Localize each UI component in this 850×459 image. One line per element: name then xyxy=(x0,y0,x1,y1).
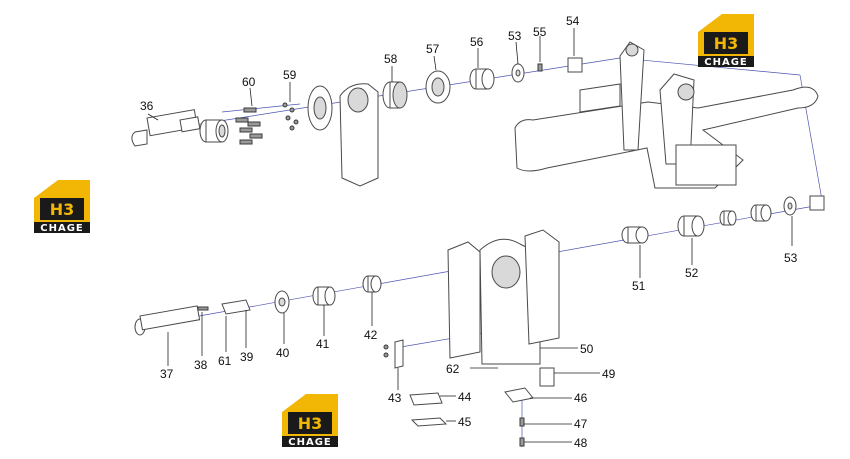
callout-40: 40 xyxy=(276,346,290,360)
bolts-60 xyxy=(235,107,263,145)
pin-55 xyxy=(537,63,543,72)
bushing-51 xyxy=(621,226,649,244)
callout-60: 60 xyxy=(242,75,256,89)
pin-36 xyxy=(131,109,201,147)
callout-53-lower: 53 xyxy=(784,251,798,265)
bearing-58 xyxy=(382,81,408,109)
nut-54 xyxy=(567,57,583,73)
svg-text:H3: H3 xyxy=(714,34,739,53)
callout-48: 48 xyxy=(574,436,588,450)
brand-logo-bottom: H3 CHAGE xyxy=(278,392,344,448)
nut-right xyxy=(809,195,825,211)
callout-42: 42 xyxy=(364,328,378,342)
callout-50: 50 xyxy=(580,342,594,356)
callout-43: 43 xyxy=(388,391,402,405)
logo-wordmark: CHAGE xyxy=(288,437,332,448)
callout-56: 56 xyxy=(470,35,484,49)
callout-49: 49 xyxy=(602,367,616,381)
callout-59: 59 xyxy=(283,68,297,82)
callout-46: 46 xyxy=(574,391,588,405)
bushing-upper-left xyxy=(199,119,229,143)
pin-37 xyxy=(134,305,201,336)
pad-44 xyxy=(409,392,443,406)
washers-59 xyxy=(282,102,299,131)
ring-42 xyxy=(362,275,382,293)
block-46 xyxy=(504,387,534,403)
plate-43 xyxy=(383,339,404,369)
lower-bracket-50 xyxy=(447,229,560,365)
svg-text:H3: H3 xyxy=(50,200,75,219)
bushing-41 xyxy=(312,286,336,306)
leader-lines xyxy=(147,28,793,443)
hinge-49 xyxy=(539,367,555,387)
callout-57: 57 xyxy=(426,42,440,56)
flange-57 xyxy=(425,70,451,104)
pad-45 xyxy=(410,417,448,427)
callout-54: 54 xyxy=(566,14,580,28)
callout-44: 44 xyxy=(458,390,472,404)
callout-36: 36 xyxy=(140,99,154,113)
brand-logo-top-right: H3 CHAGE xyxy=(694,12,760,68)
upper-arm-bracket xyxy=(339,83,379,187)
washer-40 xyxy=(274,290,290,314)
ring-small xyxy=(719,210,737,226)
callout-62: 62 xyxy=(446,362,460,376)
bolt-38 xyxy=(197,306,209,311)
bushing-52 xyxy=(677,215,705,237)
logo-wordmark: CHAGE xyxy=(704,57,748,68)
callout-37: 37 xyxy=(160,367,174,381)
callout-38: 38 xyxy=(194,358,208,372)
bushing-56 xyxy=(469,68,495,90)
callout-61: 61 xyxy=(218,354,232,368)
bushing-right xyxy=(750,204,772,222)
callout-55: 55 xyxy=(533,25,547,39)
brand-logo-left: H3 CHAGE xyxy=(30,178,96,234)
callout-53-upper: 53 xyxy=(508,29,522,43)
callout-45: 45 xyxy=(458,415,472,429)
callout-39: 39 xyxy=(240,350,254,364)
washer-53-upper xyxy=(511,63,525,83)
callout-52: 52 xyxy=(685,266,699,280)
main-frame xyxy=(514,41,819,189)
callout-58: 58 xyxy=(384,52,398,66)
callout-41: 41 xyxy=(316,337,330,351)
callout-labels: 36 60 59 58 57 56 53 55 54 51 52 53 50 4… xyxy=(140,14,798,450)
plate-39 xyxy=(221,299,251,315)
washer-53-lower xyxy=(783,196,797,216)
svg-text:H3: H3 xyxy=(298,414,323,433)
callout-47: 47 xyxy=(574,417,588,431)
callout-51: 51 xyxy=(632,279,646,293)
logo-wordmark: CHAGE xyxy=(40,223,84,234)
flange-plate xyxy=(307,85,333,131)
